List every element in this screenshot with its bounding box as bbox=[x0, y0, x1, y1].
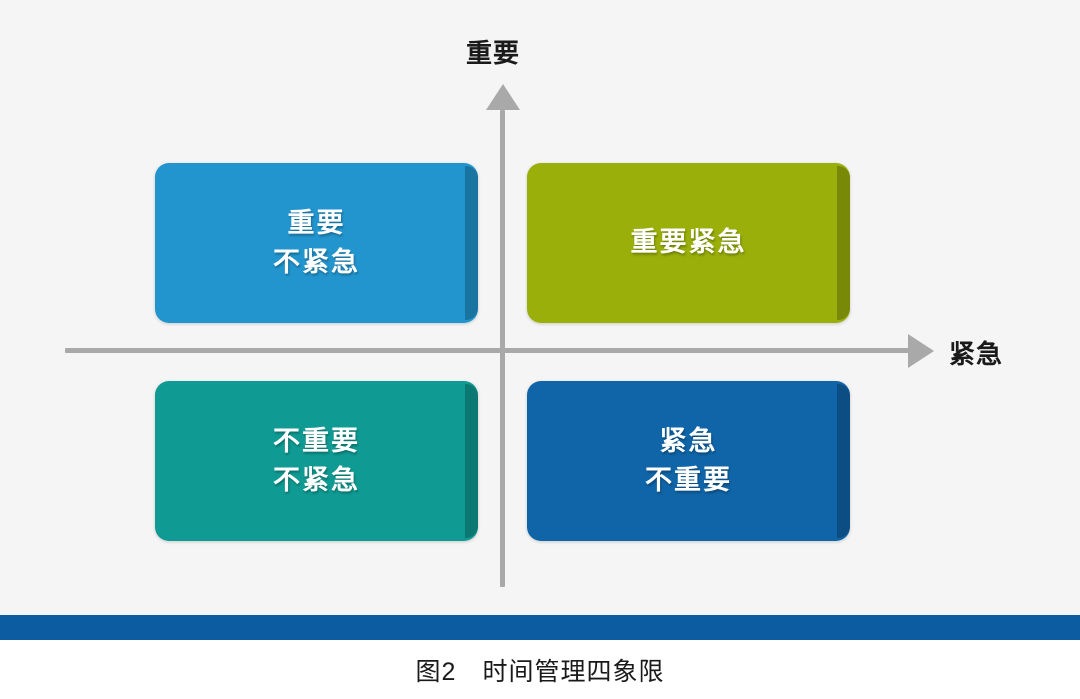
quadrant-not-important-not-urgent[interactable]: 不重要 不紧急 bbox=[155, 381, 478, 541]
page-divider-bar bbox=[0, 615, 1080, 640]
vertical-axis-line bbox=[500, 110, 505, 587]
horizontal-axis-label: 紧急 bbox=[949, 339, 1004, 369]
quadrant-label-line: 重要 bbox=[287, 207, 346, 238]
quadrant-important-urgent[interactable]: 重要紧急 bbox=[527, 163, 850, 323]
quadrant-label-line: 不紧急 bbox=[273, 465, 360, 495]
quadrant-label-line: 不紧急 bbox=[273, 247, 360, 277]
vertical-axis-label: 重要 bbox=[466, 38, 521, 68]
quadrant-important-not-urgent[interactable]: 重要 不紧急 bbox=[155, 163, 478, 323]
horizontal-axis-arrow-icon bbox=[908, 334, 934, 368]
horizontal-axis-line bbox=[65, 348, 913, 353]
figure-caption: 图2 时间管理四象限 bbox=[415, 657, 665, 686]
quadrant-label-line: 紧急 bbox=[659, 425, 718, 456]
quadrant-urgent-not-important[interactable]: 紧急 不重要 bbox=[527, 381, 850, 541]
caption-area: 图2 时间管理四象限 bbox=[0, 640, 1080, 699]
quadrant-label-line: 不重要 bbox=[273, 425, 360, 456]
quadrant-label-line: 不重要 bbox=[645, 465, 732, 495]
vertical-axis-arrow-icon bbox=[486, 84, 520, 110]
quadrant-diagram: 重要 紧急 重要 不紧急 重要紧急 不重要 不紧急 紧急 不重要 bbox=[65, 38, 1004, 587]
quadrant-label-line: 重要紧急 bbox=[630, 227, 747, 258]
